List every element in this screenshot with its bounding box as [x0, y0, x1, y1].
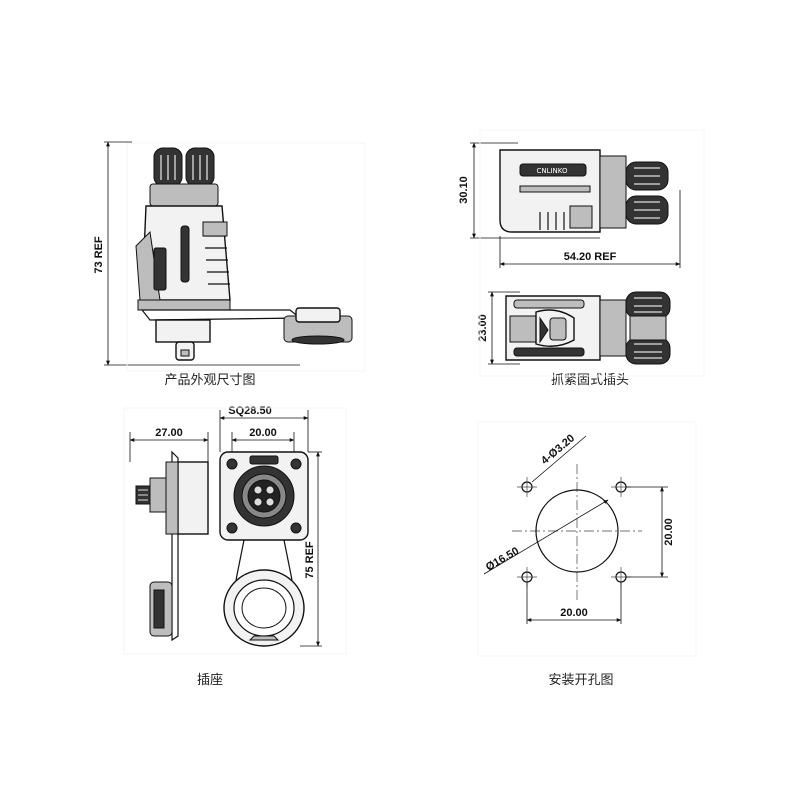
mount-hole-tr	[290, 458, 302, 470]
hole-leader-line	[531, 435, 587, 483]
plug-brand-text: CNLINKO	[536, 167, 568, 175]
plug-caption: 抓紧固式插头	[551, 373, 629, 388]
panel-cutout-caption: 安装开孔图	[548, 673, 613, 688]
plug-bottom-grip-lower	[625, 337, 671, 365]
body-slot	[180, 225, 190, 283]
cutout-horizontal-label: 20.00	[560, 607, 588, 619]
mount-hole-bl	[226, 522, 238, 534]
socket-height-label: 75 REF	[304, 541, 316, 579]
plug-width-label: 23.00	[477, 314, 489, 342]
cutout-vertical-label: 20.00	[663, 518, 675, 546]
panel-cutout-view: 4-Ø3.20 Ø16.50 20.00 20.00 安装开孔图	[483, 432, 675, 688]
socket-side-panel	[171, 450, 179, 642]
cap-tether	[235, 539, 293, 581]
product-outline-caption: 产品外观尺寸图	[164, 373, 255, 388]
socket-view: 27.00 SQ28.50 20.00	[129, 405, 322, 688]
plug-top-logo	[519, 163, 587, 177]
socket-square-label: SQ28.50	[228, 405, 271, 417]
plug-height-label: 30.10	[458, 176, 470, 204]
mount-hole-br	[290, 522, 302, 534]
contact-1	[253, 485, 263, 495]
upper-ridge	[202, 221, 228, 237]
plug-bottom-logo	[513, 347, 585, 357]
push-button	[549, 317, 567, 341]
rear-housing	[155, 319, 211, 343]
mount-holes	[517, 477, 631, 587]
contact-4	[265, 497, 275, 507]
contact-3	[253, 497, 263, 507]
mount-flange	[137, 299, 231, 311]
plug-length-label: 54.20 REF	[564, 251, 617, 263]
diameter-leader-line	[483, 499, 609, 575]
socket-side-housing	[177, 461, 209, 535]
contact-2	[265, 485, 275, 495]
mount-hole-tl	[226, 458, 238, 470]
main-cutout-circle	[535, 489, 619, 573]
diameter-label: Ø16.50	[484, 545, 521, 573]
plug-collar	[149, 183, 219, 207]
socket-side-width-label: 27.00	[155, 427, 183, 439]
plug-top-nut	[599, 155, 627, 229]
plug-view: 30.10 CNLINKO 54.20 REF 23.00	[458, 142, 681, 388]
hole-dimension-label: 4-Ø3.20	[539, 432, 577, 467]
socket-caption: 插座	[197, 673, 223, 688]
product-outline-view: 73 REF	[93, 141, 353, 388]
logo-strip	[153, 247, 167, 291]
plug-bottom-latch	[509, 315, 537, 343]
plug-bottom-grip-upper	[625, 291, 671, 319]
socket-inner-label: 20.00	[249, 427, 277, 439]
height-dimension-label: 73 REF	[93, 236, 105, 274]
socket-logo	[249, 455, 279, 465]
